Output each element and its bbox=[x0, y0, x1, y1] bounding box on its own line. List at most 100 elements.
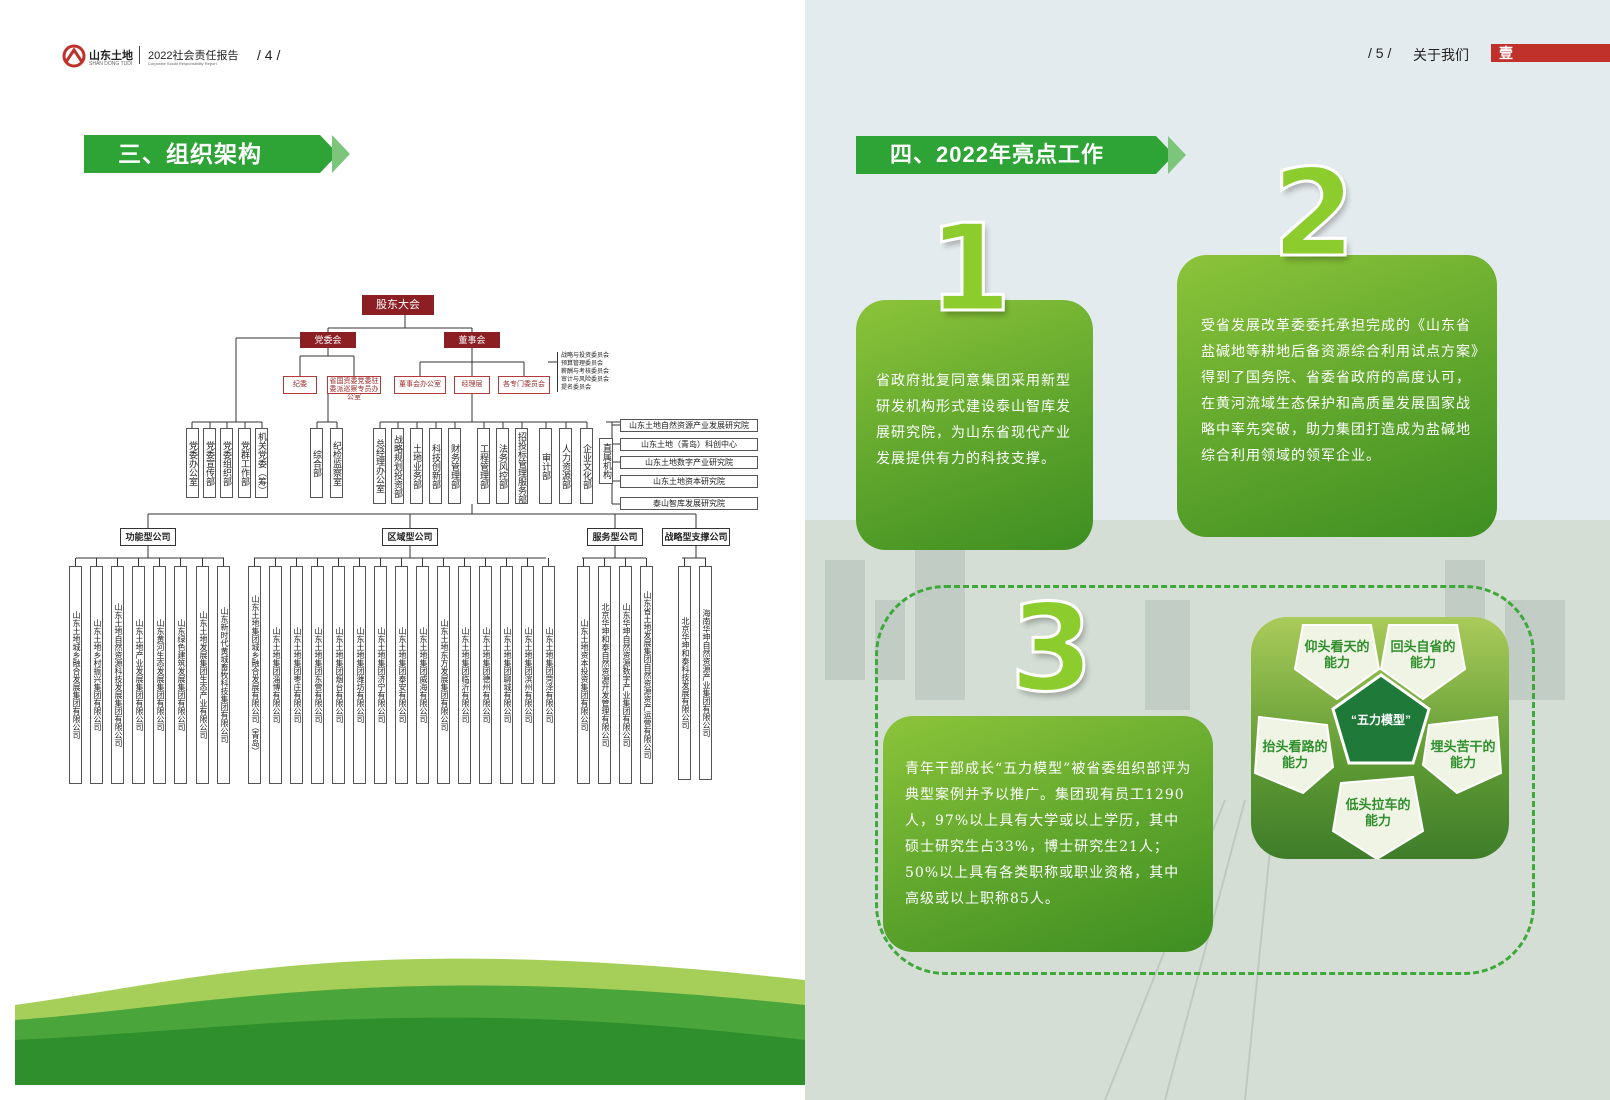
org-company: 山东省土地发展集团自然资源资产运营有限公司 bbox=[640, 566, 653, 784]
org-company: 山东土地自然资源科技发展集团有限公司 bbox=[111, 566, 124, 784]
org-category-strategic: 战略型支撑公司 bbox=[662, 528, 730, 546]
org-company: 山东土地发展集团生态产业有限公司 bbox=[196, 566, 209, 784]
org-company: 山东华坤自然资源数字产业集团有限公司 bbox=[619, 566, 632, 784]
banner-arrow-2 bbox=[1168, 136, 1186, 174]
org-ops-dept: 战略规划投资部 bbox=[391, 428, 404, 504]
org-ops-dept: 审计部 bbox=[539, 428, 552, 504]
highlight-number-1: 1 bbox=[927, 200, 1013, 339]
org-institute: 泰山智库发展研究院 bbox=[620, 497, 758, 510]
org-direct-dept: 直属机构 bbox=[599, 438, 613, 484]
highlight-number-3: 3 bbox=[1009, 580, 1095, 719]
model-item-reflect: 回头自省的能力 bbox=[1390, 639, 1456, 670]
highlight-card-1: 省政府批复同意集团采用新型研发机构形式建设泰山智库发展研究院，为山东省现代产业发… bbox=[856, 300, 1093, 550]
org-ops-dept: 工程管理部 bbox=[477, 428, 490, 504]
report-title: 2022社会责任报告 bbox=[148, 50, 239, 62]
green-wave-decoration bbox=[15, 958, 805, 1085]
org-inspection-office: 省国资委党委驻委派巡察专员办公室 bbox=[327, 376, 381, 401]
org-discipline-committee: 纪委 bbox=[283, 376, 317, 394]
org-company: 山东土地资本投资集团有限公司 bbox=[577, 566, 590, 784]
right-page: / 5 / 关于我们 壹 四、2022年亮点工作 省政府批复同意集团采用新型研发… bbox=[805, 0, 1610, 1100]
org-company: 北京华坤和泰自然资源开发管理有限公司 bbox=[598, 566, 611, 784]
committee-item: 提名委员会 bbox=[561, 385, 592, 391]
report-subtitle: Corporate Social Responsibility Report bbox=[148, 61, 217, 66]
model-item-look-ahead: 抬头看路的能力 bbox=[1262, 739, 1328, 770]
org-institute: 山东土地资本研究院 bbox=[620, 475, 758, 488]
org-company: 山东土地集团枣庄有限公司 bbox=[290, 566, 303, 784]
org-company: 山东土地集团城乡融合发展有限公司（青岛） bbox=[248, 566, 261, 784]
org-company: 海南华坤自然资源产业集团有限公司 bbox=[699, 566, 712, 780]
section-banner-highlights: 四、2022年亮点工作 bbox=[856, 136, 1156, 174]
org-company: 山东土地集团德州有限公司 bbox=[479, 566, 492, 784]
committee-item: 薪酬与考核委员会 bbox=[561, 369, 610, 375]
left-page: 山东土地 SHAN DONG TUDI 2022社会责任报告 Corporate… bbox=[15, 44, 805, 1085]
org-company: 山东土地集团烟台有限公司 bbox=[332, 566, 345, 784]
five-force-diagram bbox=[1253, 624, 1503, 859]
org-institute: 山东土地数字产业研究院 bbox=[620, 456, 758, 469]
model-item-look-up: 仰头看天的能力 bbox=[1304, 639, 1370, 670]
org-board: 董事会 bbox=[444, 332, 500, 348]
org-company: 北京华坤和泰科技发展有限公司 bbox=[678, 566, 691, 780]
five-force-model: 仰头看天的能力 回头自省的能力 埋头苦干的能力 低头拉车的能力 抬头看路的能力 … bbox=[1251, 617, 1509, 859]
page-number-left: / 4 / bbox=[257, 47, 281, 63]
org-company: 山东土地集团临沂有限公司 bbox=[458, 566, 471, 784]
org-ops-dept: 招投标管理服务部 bbox=[515, 428, 528, 504]
org-company: 山东土地集团潍坊有限公司 bbox=[353, 566, 366, 784]
org-company: 山东土地集团淄博有限公司 bbox=[269, 566, 282, 784]
org-category-service: 服务型公司 bbox=[587, 528, 643, 546]
org-ops-dept: 总经理办公室 bbox=[373, 428, 386, 504]
org-company: 山东土地城乡融合发展集团有限公司 bbox=[69, 566, 82, 784]
org-company: 山东土地产业发展集团有限公司 bbox=[132, 566, 145, 784]
org-ops-dept: 人力资源部 bbox=[559, 428, 572, 504]
model-item-pull-cart: 低头拉车的能力 bbox=[1345, 797, 1411, 828]
logo-name: 山东土地 bbox=[89, 50, 133, 62]
org-category-region: 区域型公司 bbox=[382, 528, 438, 546]
model-center-label: “五力模型” bbox=[1350, 713, 1411, 727]
org-shareholders: 股东大会 bbox=[362, 295, 434, 315]
org-board-office: 董事会办公室 bbox=[394, 376, 446, 394]
org-company: 山东黄河生态发展集团有限公司 bbox=[153, 566, 166, 784]
org-company: 山东土地东方发展集团有限公司 bbox=[437, 566, 450, 784]
highlight-text-2: 受省发展改革委委托承担完成的《山东省盐碱地等耕地后备资源综合利用试点方案》得到了… bbox=[1201, 318, 1479, 464]
header-divider bbox=[139, 46, 140, 64]
org-ops-dept: 土地业务部 bbox=[410, 428, 423, 504]
org-company: 山东土地乡村振兴集团有限公司 bbox=[90, 566, 103, 784]
org-party-dept: 机关党委（筹） bbox=[255, 428, 268, 498]
org-party-dept: 党委宣传部 bbox=[203, 428, 216, 498]
org-company: 山东土地集团滨州有限公司 bbox=[521, 566, 534, 784]
org-company: 山东绿色建筑发展集团有限公司 bbox=[174, 566, 187, 784]
org-company: 山东土地集团东营有限公司 bbox=[311, 566, 324, 784]
org-company: 山东新时代黄城畜牧科技集团有限公司 bbox=[217, 566, 230, 784]
highlight-text-1: 省政府批复同意集团采用新型研发机构形式建设泰山智库发展研究院，为山东省现代产业发… bbox=[876, 373, 1071, 467]
org-discipline-dept: 纪检监察室 bbox=[330, 428, 343, 498]
org-ops-dept: 企业文化部 bbox=[580, 428, 593, 504]
org-party-committee: 党委会 bbox=[300, 332, 356, 348]
committee-item: 审计与风险委员会 bbox=[561, 377, 610, 383]
org-ops-dept: 法务风控部 bbox=[496, 428, 509, 504]
org-ops-dept: 财务管理部 bbox=[448, 428, 461, 504]
org-company: 山东土地集团聊城有限公司 bbox=[500, 566, 513, 784]
highlight-number-2: 2 bbox=[1271, 145, 1357, 284]
chapter-tab-label: 壹 bbox=[1499, 45, 1513, 61]
banner-arrow-2 bbox=[332, 135, 350, 173]
highlight-text-3: 青年干部成长“五力模型”被省委组织部评为典型案例并予以推广。集团现有员工1290… bbox=[905, 761, 1192, 907]
org-company: 山东土地集团菏泽有限公司 bbox=[542, 566, 555, 784]
highlight-3-frame bbox=[875, 585, 1535, 975]
model-item-work-hard: 埋头苦干的能力 bbox=[1430, 739, 1496, 770]
committee-item: 战略与投资委员会 bbox=[561, 353, 610, 359]
org-company: 山东土地集团泰安有限公司 bbox=[395, 566, 408, 784]
org-management: 经理层 bbox=[454, 376, 490, 394]
org-company: 山东土地集团威海有限公司 bbox=[416, 566, 429, 784]
org-party-dept: 党群工作部 bbox=[238, 428, 251, 498]
org-category-function: 功能型公司 bbox=[120, 528, 176, 546]
org-chart-lines bbox=[75, 315, 706, 566]
org-ops-dept: 科技创新部 bbox=[429, 428, 442, 504]
org-discipline-dept: 综合部 bbox=[310, 428, 323, 498]
committee-item: 预算管理委员会 bbox=[561, 361, 604, 367]
org-committee-list: 战略与投资委员会 预算管理委员会 薪酬与考核委员会 审计与风险委员会 提名委员会 bbox=[557, 352, 609, 392]
section-name: 关于我们 bbox=[1413, 47, 1469, 63]
logo-subtitle: SHAN DONG TUDI bbox=[89, 61, 133, 67]
org-institute: 山东土地自然资源产业发展研究院 bbox=[620, 419, 758, 432]
org-special-committees: 各专门委员会 bbox=[498, 376, 550, 394]
org-institute: 山东土地（青岛）科创中心 bbox=[620, 438, 758, 451]
